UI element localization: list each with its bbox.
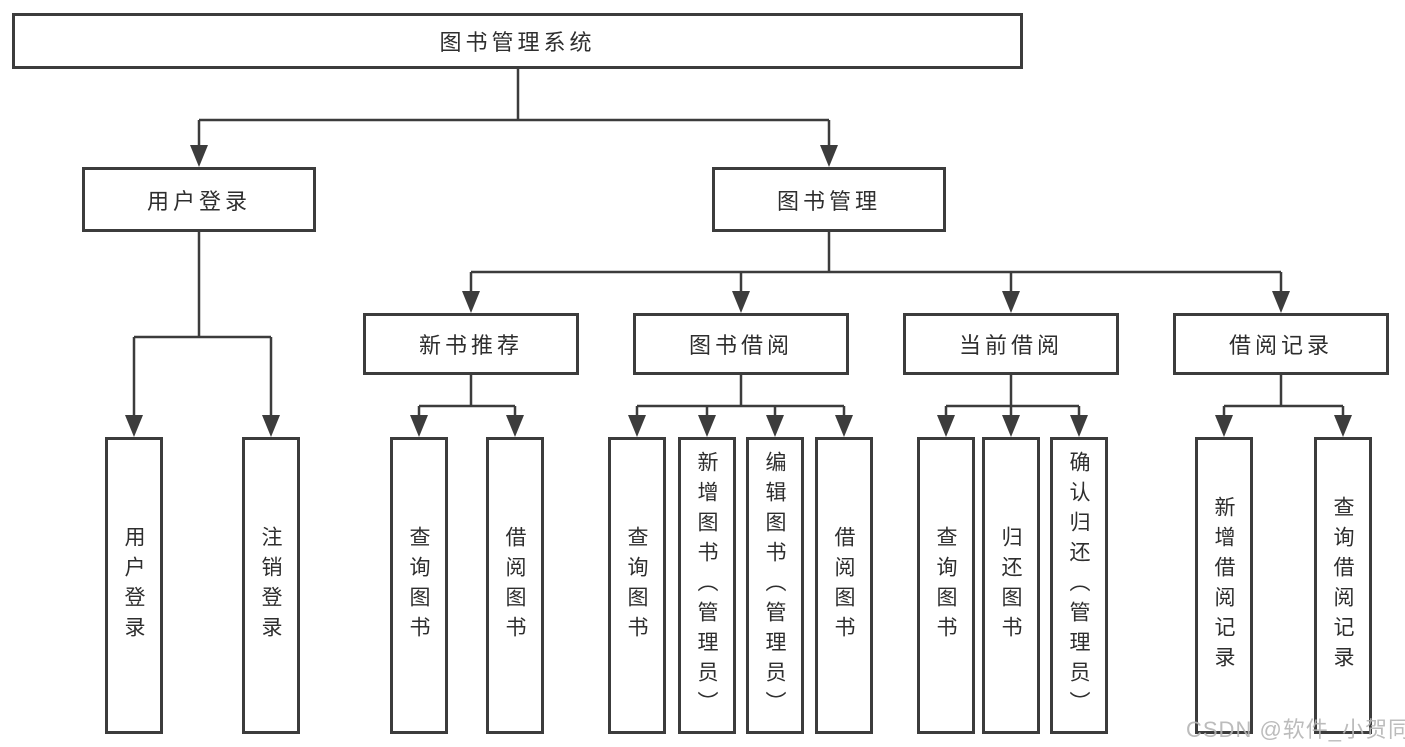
- arrowheads: [125, 145, 1352, 437]
- arrowhead-icon: [1272, 291, 1290, 313]
- arrowhead-icon: [835, 415, 853, 437]
- arrowhead-icon: [1070, 415, 1088, 437]
- node-borrow-records: 借阅记录: [1173, 313, 1389, 375]
- arrowhead-icon: [262, 415, 280, 437]
- arrowhead-icon: [410, 415, 428, 437]
- node-add-borrow-record: 新增借阅记录: [1195, 437, 1253, 734]
- node-query-borrow-record: 查询借阅记录: [1314, 437, 1372, 734]
- node-query-books-current: 查询图书: [917, 437, 975, 734]
- arrowhead-icon: [698, 415, 716, 437]
- node-borrow-books-recommend: 借阅图书: [486, 437, 544, 734]
- arrowhead-icon: [125, 415, 143, 437]
- node-user-login: 用户登录: [82, 167, 316, 232]
- node-book-management: 图书管理: [712, 167, 946, 232]
- node-current-borrow: 当前借阅: [903, 313, 1119, 375]
- arrowhead-icon: [1002, 291, 1020, 313]
- csdn-watermark: CSDN @软件_小贺同学: [1186, 717, 1405, 742]
- arrowhead-icon: [766, 415, 784, 437]
- node-query-books-recommend: 查询图书: [390, 437, 448, 734]
- node-user-login-leaf: 用户登录: [105, 437, 163, 734]
- arrowhead-icon: [1334, 415, 1352, 437]
- arrowhead-icon: [937, 415, 955, 437]
- node-confirm-return-admin: 确认归还（管理员）: [1050, 437, 1108, 734]
- arrowhead-icon: [732, 291, 750, 313]
- node-query-books-borrow: 查询图书: [608, 437, 666, 734]
- node-book-borrow: 图书借阅: [633, 313, 849, 375]
- node-logout-leaf: 注销登录: [242, 437, 300, 734]
- arrowhead-icon: [506, 415, 524, 437]
- arrowhead-icon: [628, 415, 646, 437]
- arrowhead-icon: [1002, 415, 1020, 437]
- arrowhead-icon: [190, 145, 208, 167]
- node-library-management-system: 图书管理系统: [12, 13, 1023, 69]
- node-borrow-books-leaf: 借阅图书: [815, 437, 873, 734]
- connector-lines: [132, 69, 1345, 417]
- node-edit-book-admin: 编辑图书（管理员）: [746, 437, 804, 734]
- node-add-book-admin: 新增图书（管理员）: [678, 437, 736, 734]
- arrowhead-icon: [462, 291, 480, 313]
- arrowhead-icon: [1215, 415, 1233, 437]
- node-new-book-recommend: 新书推荐: [363, 313, 579, 375]
- arrowhead-icon: [820, 145, 838, 167]
- node-return-book: 归还图书: [982, 437, 1040, 734]
